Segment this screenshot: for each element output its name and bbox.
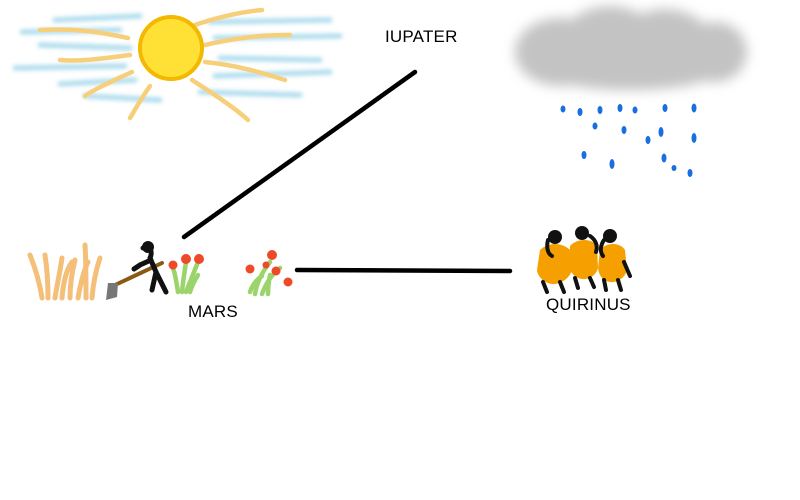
- label-mars: MARS: [188, 302, 238, 321]
- rain-icon: [560, 103, 697, 177]
- sun-icon: [12, 7, 343, 123]
- cloud-icon: [515, 6, 747, 90]
- people-group-icon: [537, 226, 632, 294]
- wheat-icon: [27, 242, 103, 301]
- label-iupater: IUPATER: [385, 27, 458, 46]
- hoe-blade: [106, 283, 118, 300]
- flower-icon: [168, 254, 204, 295]
- line-mars-iupater: [181, 69, 418, 240]
- flower-icon: [245, 250, 293, 297]
- person-icon: [598, 229, 632, 292]
- person-icon: [569, 226, 599, 290]
- line-mars-quirinus: [294, 267, 513, 274]
- label-quirinus: QUIRINUS: [546, 295, 631, 314]
- sun-rays: [37, 7, 293, 123]
- farmer-icon: [106, 241, 169, 300]
- sun-disc: [138, 15, 204, 81]
- person-icon: [537, 230, 572, 294]
